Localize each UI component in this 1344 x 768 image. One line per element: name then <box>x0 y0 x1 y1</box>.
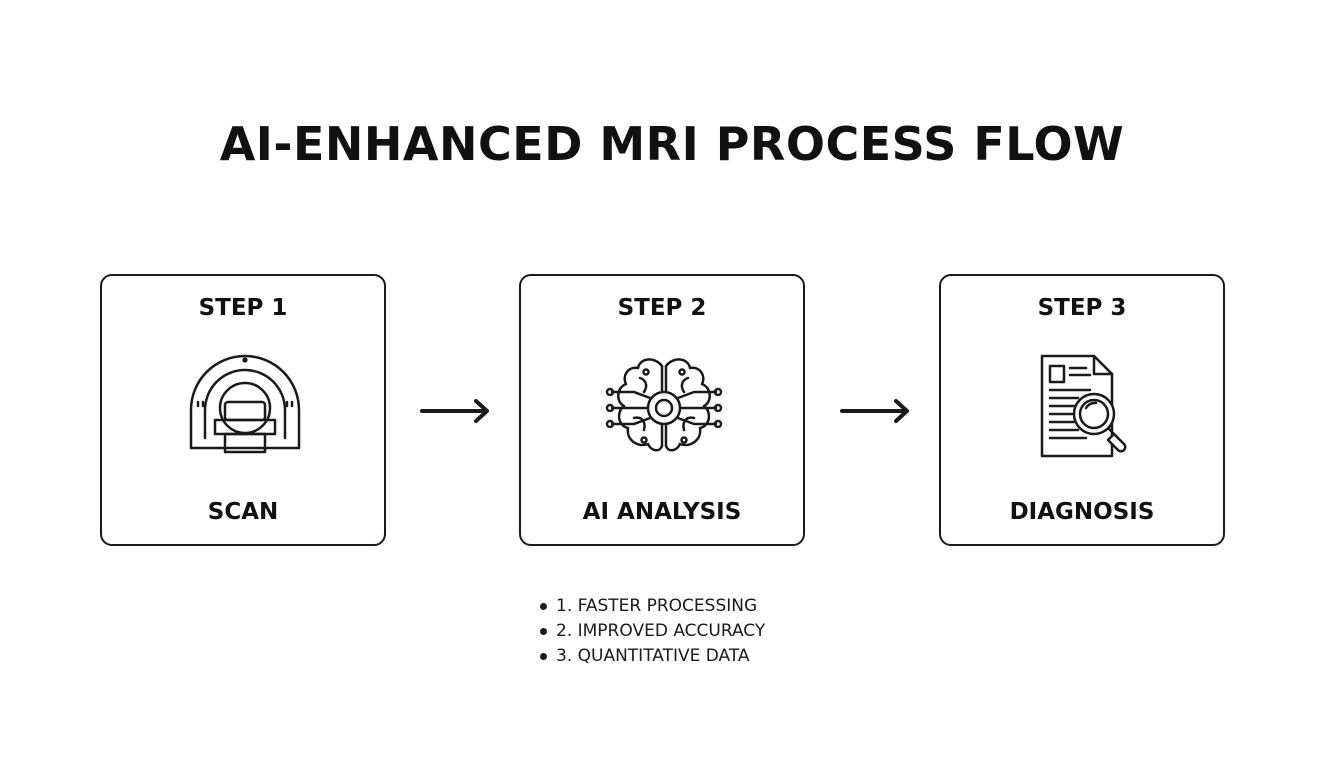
list-item: 1. FASTER PROCESSING <box>540 594 765 619</box>
step-name: AI ANALYSIS <box>582 499 742 525</box>
document-magnifier-icon <box>1040 354 1127 458</box>
bullet-icon <box>540 628 547 635</box>
mri-scanner-icon <box>189 354 301 454</box>
brain-circuit-icon <box>605 358 723 452</box>
step-card-scan: STEP 1 SCAN <box>100 274 386 546</box>
list-item: 3. QUANTITATIVE DATA <box>540 644 765 669</box>
right-arrow-icon <box>420 399 489 423</box>
step-label: STEP 2 <box>617 295 707 321</box>
diagram-title: AI-ENHANCED MRI PROCESS FLOW <box>219 117 1125 171</box>
benefit-text: 3. QUANTITATIVE DATA <box>556 646 750 666</box>
step-card-diagnosis: STEP 3 DIAGNOSIS <box>939 274 1225 546</box>
benefits-list: 1. FASTER PROCESSING 2. IMPROVED ACCURAC… <box>540 594 765 669</box>
bullet-icon <box>540 603 547 610</box>
right-arrow-icon <box>840 399 909 423</box>
step-label: STEP 1 <box>198 295 288 321</box>
benefit-text: 2. IMPROVED ACCURACY <box>556 621 766 641</box>
step-card-ai-analysis: STEP 2 <box>519 274 805 546</box>
step-label: STEP 3 <box>1037 295 1127 321</box>
step-name: SCAN <box>207 499 279 525</box>
list-item: 2. IMPROVED ACCURACY <box>540 619 765 644</box>
benefit-text: 1. FASTER PROCESSING <box>556 596 758 616</box>
step-name: DIAGNOSIS <box>1009 499 1155 525</box>
bullet-icon <box>540 653 547 660</box>
